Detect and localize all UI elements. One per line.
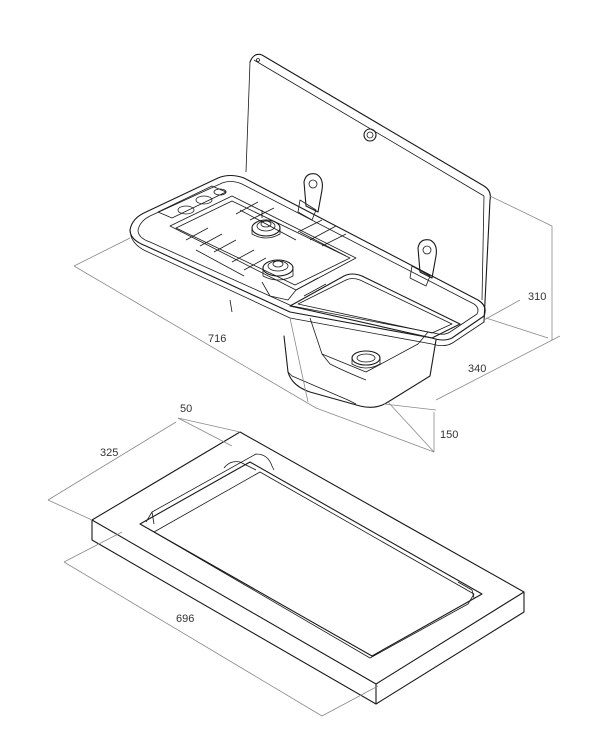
dimension-label-height: 310 xyxy=(528,291,546,303)
dimension-label-bowl-depth: 150 xyxy=(440,429,458,441)
drain-icon xyxy=(351,350,381,366)
dimension-label-cutout-depth: 325 xyxy=(100,447,118,459)
dimension-lines-upper: 716 340 310 150 xyxy=(73,195,561,453)
control-knob-icon xyxy=(195,195,213,205)
glass-lid xyxy=(245,53,491,323)
hob-sink-unit xyxy=(129,53,491,408)
lid-hole xyxy=(363,128,377,142)
pan-support xyxy=(185,201,347,297)
burner-icon xyxy=(261,259,297,301)
dimension-label-cutout-width: 696 xyxy=(176,613,194,625)
burner-icon xyxy=(251,219,281,239)
control-knob-icon xyxy=(177,205,195,215)
unit-rim xyxy=(129,174,486,346)
hob-area xyxy=(157,185,357,301)
dimension-label-depth: 340 xyxy=(468,363,486,375)
lid-hinge-right xyxy=(409,239,437,287)
dimension-label-width: 716 xyxy=(208,333,226,345)
dimension-label-margin: 50 xyxy=(180,403,192,415)
dimension-lines-lower: 50 325 696 xyxy=(47,403,379,717)
cutout-template xyxy=(91,431,525,705)
